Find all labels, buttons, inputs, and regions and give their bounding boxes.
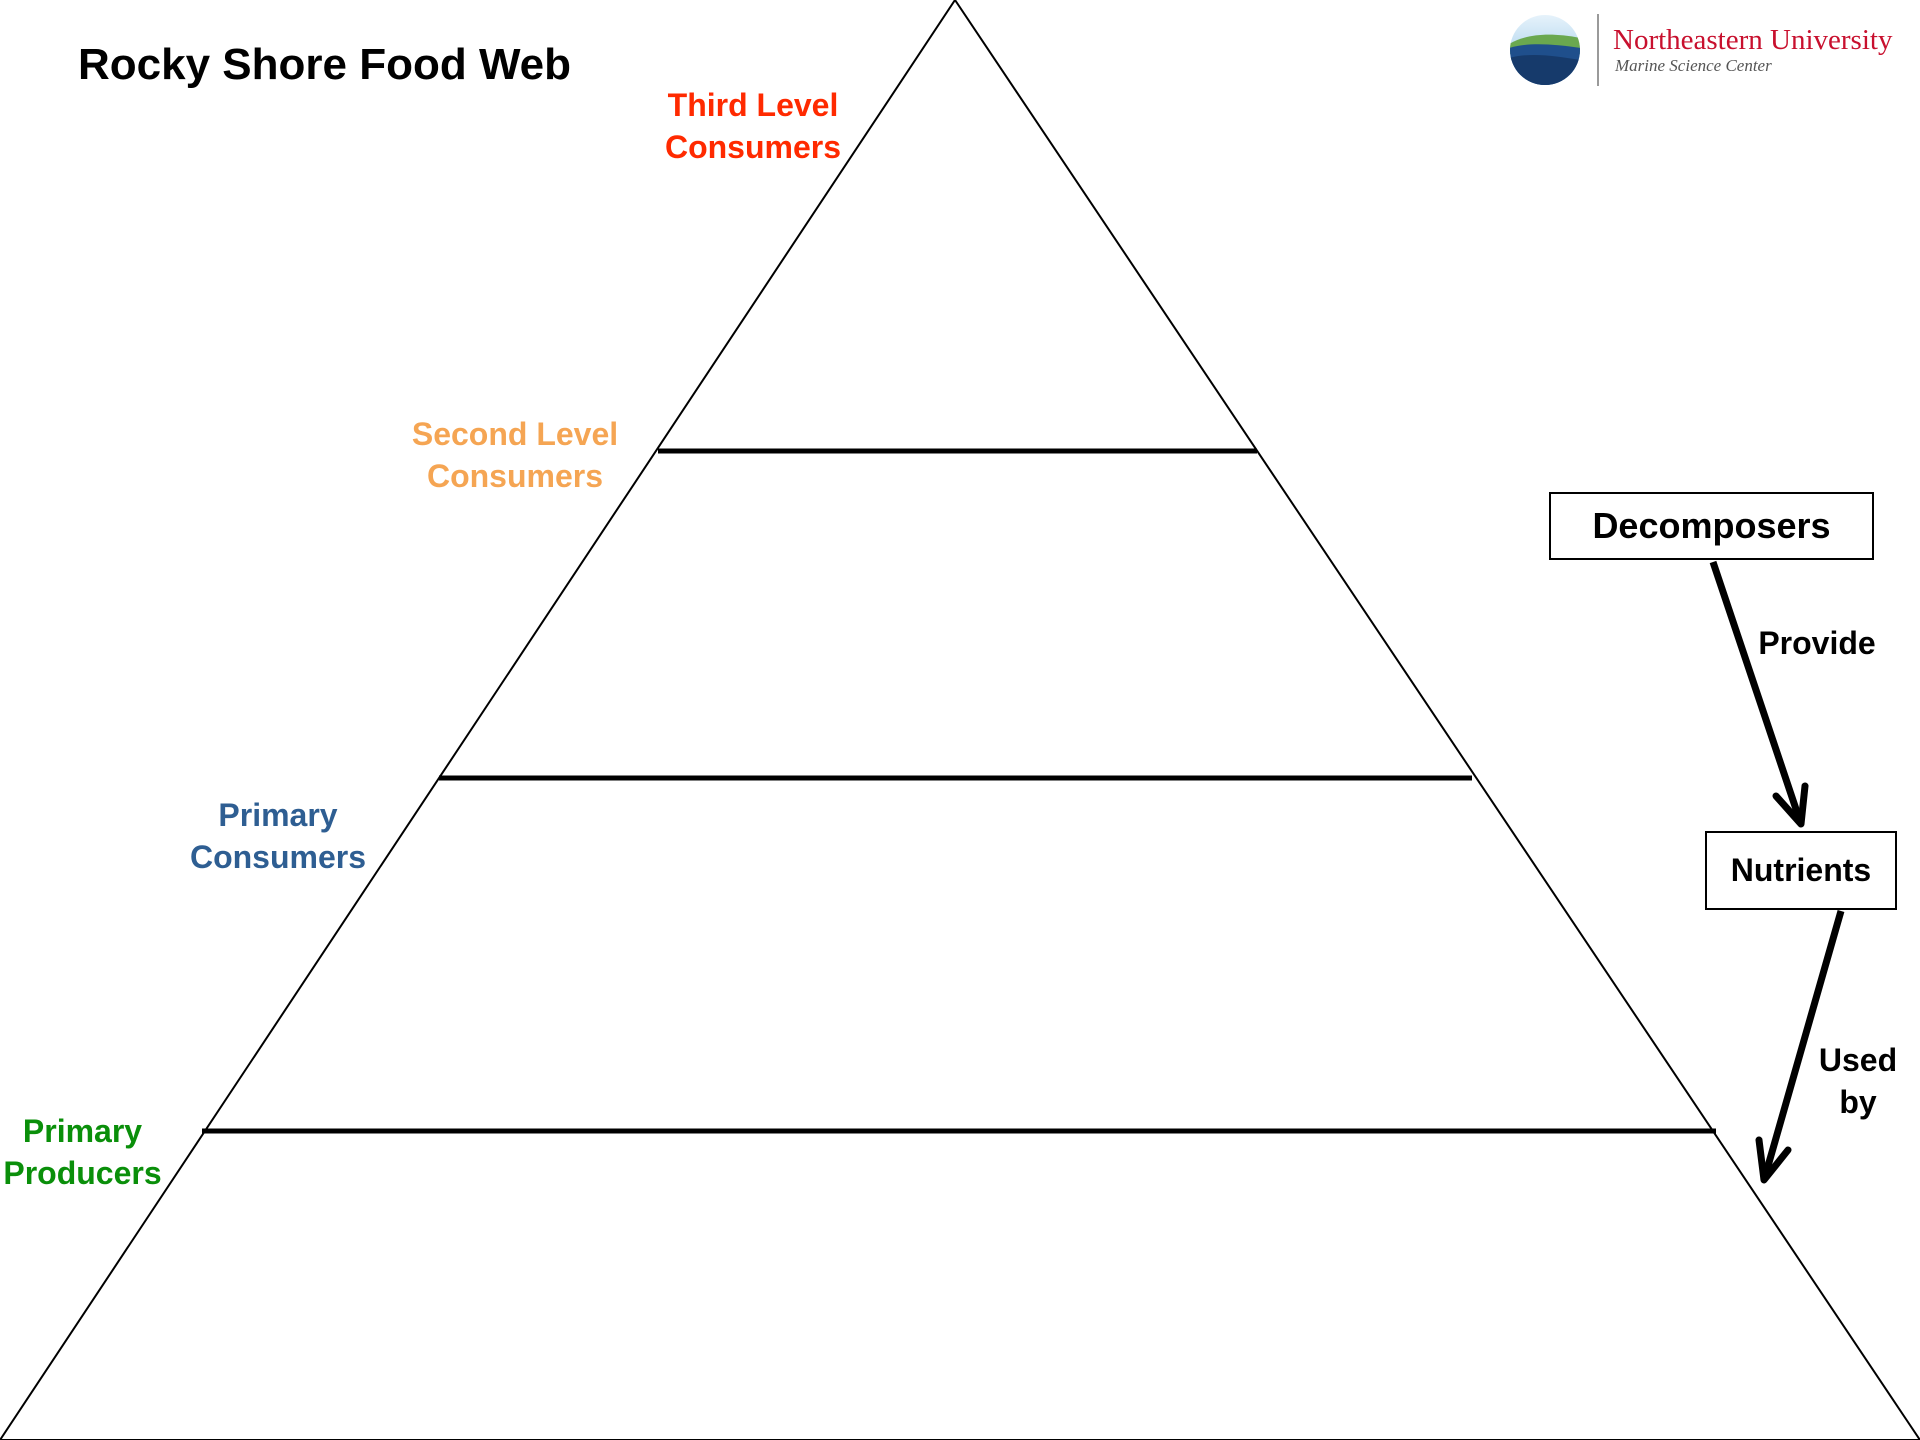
label-second-line-1: Second Level — [411, 416, 619, 452]
label-second-level-consumers: Second Level Consumers — [390, 413, 640, 497]
label-third-line-1: Third Level — [667, 87, 839, 123]
nutrients-box: Nutrients — [1705, 831, 1897, 910]
arrow-used-by-head — [1755, 1136, 1792, 1184]
logo-divider — [1597, 14, 1599, 86]
northeastern-logo: Northeastern University Marine Science C… — [1509, 12, 1909, 88]
logo-subtitle: Marine Science Center — [1615, 56, 1772, 75]
label-primary-producers-line-1: Primary — [22, 1113, 143, 1149]
label-primary-producers: Primary Producers — [0, 1110, 165, 1194]
provide-label: Provide — [1758, 625, 1876, 661]
used-by-label: Used by — [1800, 1039, 1916, 1123]
diagram-title: Rocky Shore Food Web — [78, 40, 572, 89]
arrow-used-by-shaft — [1760, 910, 1845, 1181]
globe-icon — [1510, 15, 1580, 85]
label-primary-producers-line-2: Producers — [3, 1155, 162, 1191]
decomposers-box: Decomposers — [1549, 492, 1874, 560]
arrow-provide-shaft — [1709, 560, 1805, 826]
label-third-level-consumers: Third Level Consumers — [628, 84, 878, 168]
logo-name: Northeastern University — [1613, 24, 1893, 56]
used-by-line-2: by — [1839, 1084, 1877, 1120]
label-primary-consumers-line-2: Consumers — [189, 839, 367, 875]
used-by-line-1: Used — [1818, 1042, 1898, 1078]
label-primary-consumers: Primary Consumers — [153, 794, 403, 878]
label-third-line-2: Consumers — [664, 129, 842, 165]
arrow-provide-head — [1772, 782, 1809, 828]
label-primary-consumers-line-1: Primary — [218, 797, 338, 833]
label-second-line-2: Consumers — [426, 458, 604, 494]
